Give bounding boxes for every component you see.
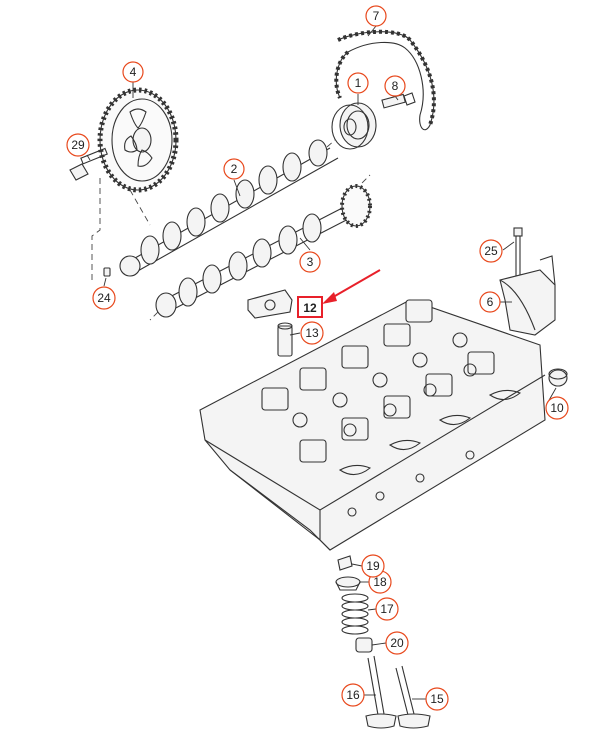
camshaft-intake [119, 139, 339, 277]
roller-rocker-arm [247, 289, 293, 319]
highlight-arrow [322, 269, 381, 304]
bolt-25 [513, 227, 523, 277]
svg-text:15: 15 [430, 692, 444, 706]
valve-spring-retainer [335, 576, 361, 591]
callout-8[interactable]: 8 [384, 75, 406, 97]
svg-text:29: 29 [71, 138, 85, 152]
camshaft-exhaust [155, 184, 372, 318]
hydraulic-lifter [277, 322, 293, 357]
callout-7[interactable]: 7 [365, 5, 387, 27]
svg-text:17: 17 [380, 602, 394, 616]
svg-text:4: 4 [130, 65, 137, 79]
exhaust-valve [395, 665, 431, 729]
chain-tensioner [499, 255, 556, 336]
svg-text:20: 20 [390, 636, 404, 650]
cylinder-head [199, 299, 546, 551]
svg-text:10: 10 [550, 401, 564, 415]
callout-3[interactable]: 3 [299, 251, 321, 273]
svg-text:25: 25 [484, 244, 498, 258]
valve-stem-seal [355, 637, 373, 653]
svg-text:24: 24 [97, 291, 111, 305]
bolt-29 [69, 147, 108, 181]
svg-text:6: 6 [487, 295, 494, 309]
bolt-8 [381, 92, 416, 109]
callout-17[interactable]: 17 [375, 597, 399, 621]
camshaft-sprocket [97, 87, 179, 193]
timing-chain [334, 29, 436, 131]
intake-valve [365, 655, 397, 729]
svg-text:3: 3 [307, 255, 314, 269]
cap-10 [548, 368, 568, 387]
callout-1[interactable]: 1 [347, 72, 369, 94]
callout-6[interactable]: 6 [479, 291, 501, 313]
camshaft-adjuster [331, 102, 377, 150]
callout-12[interactable]: 12 [297, 296, 323, 318]
callout-15[interactable]: 15 [425, 687, 449, 711]
svg-text:19: 19 [366, 559, 380, 573]
svg-text:2: 2 [231, 162, 238, 176]
callout-29[interactable]: 29 [66, 133, 90, 157]
callout-16[interactable]: 16 [341, 683, 365, 707]
svg-text:12: 12 [303, 301, 317, 315]
svg-text:13: 13 [305, 326, 319, 340]
callout-2[interactable]: 2 [223, 158, 245, 180]
svg-text:7: 7 [373, 9, 380, 23]
valve-keeper [337, 555, 353, 571]
callout-20[interactable]: 20 [385, 631, 409, 655]
callout-24[interactable]: 24 [92, 286, 116, 310]
svg-text:18: 18 [373, 575, 387, 589]
callout-19[interactable]: 19 [361, 554, 385, 578]
callout-13[interactable]: 13 [300, 321, 324, 345]
svg-text:16: 16 [346, 688, 360, 702]
callout-4[interactable]: 4 [122, 61, 144, 83]
leader-lines [86, 25, 557, 700]
callout-25[interactable]: 25 [479, 239, 503, 263]
valve-spring [341, 593, 369, 635]
callout-10[interactable]: 10 [545, 396, 569, 420]
svg-text:8: 8 [392, 79, 399, 93]
pin-24 [103, 267, 111, 277]
svg-text:1: 1 [355, 76, 362, 90]
